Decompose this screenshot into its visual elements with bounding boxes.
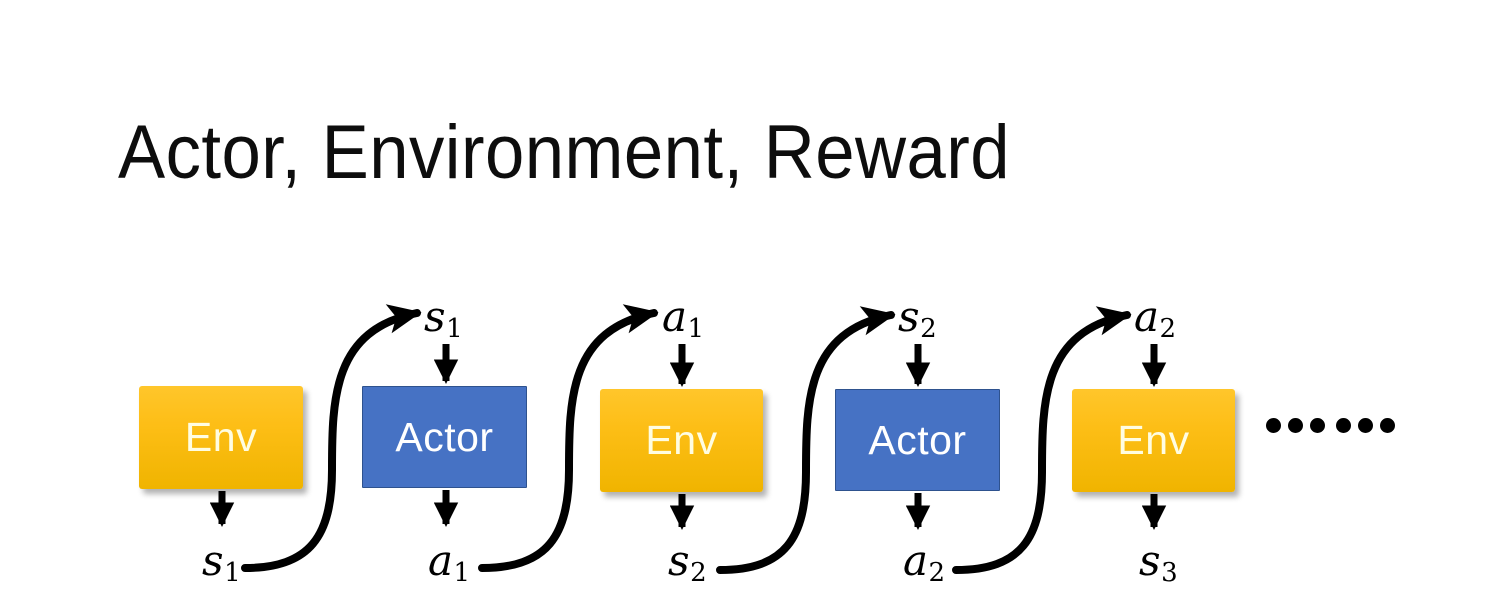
label-state-s1-top: s1 [424, 296, 463, 342]
ellipsis-dot [1336, 418, 1351, 433]
symbol-base: a [903, 536, 929, 585]
node-env-2[interactable]: Env [600, 389, 763, 492]
label-state-s2-top: s2 [898, 296, 937, 342]
label-action-a2-top: a2 [1134, 296, 1176, 342]
symbol-subscript: 1 [224, 557, 241, 588]
arrow-label-to-box-group [433, 344, 1167, 387]
symbol-subscript: 2 [690, 557, 707, 588]
ellipsis-continuation [1266, 418, 1395, 433]
node-actor-1[interactable]: Actor [362, 386, 527, 488]
label-state-s1-bottom: s1 [202, 540, 241, 586]
label-action-a2-bottom: a2 [903, 540, 945, 586]
symbol-base: a [1134, 292, 1160, 341]
symbol-base: s [1139, 536, 1161, 585]
symbol-subscript: 2 [920, 313, 937, 344]
node-label: Actor [868, 416, 967, 463]
symbol-base: s [202, 536, 224, 585]
label-action-a1-top: a1 [662, 296, 704, 342]
label-state-s2-bottom: s2 [668, 540, 707, 586]
ellipsis-dot [1310, 418, 1325, 433]
node-label: Env [645, 417, 718, 463]
symbol-subscript: 2 [928, 557, 946, 588]
label-action-a1-bottom: a1 [428, 540, 470, 586]
symbol-base: a [662, 292, 688, 341]
label-state-s3-bottom: s3 [1139, 540, 1178, 586]
symbol-subscript: 1 [687, 313, 705, 344]
ellipsis-dot [1380, 418, 1395, 433]
node-env-1[interactable]: Env [139, 386, 303, 489]
node-label: Env [1117, 417, 1190, 463]
symbol-base: s [898, 292, 920, 341]
node-env-3[interactable]: Env [1072, 389, 1235, 492]
node-label: Env [184, 414, 258, 460]
page-title: Actor, Environment, Reward [118, 110, 1011, 195]
symbol-subscript: 1 [446, 313, 463, 344]
symbol-base: s [668, 536, 690, 585]
node-actor-2[interactable]: Actor [835, 389, 1000, 491]
symbol-base: a [428, 536, 454, 585]
symbol-subscript: 1 [453, 557, 471, 588]
ellipsis-dot [1358, 418, 1373, 433]
arrow-box-to-label-group [209, 490, 1167, 530]
node-label: Actor [395, 413, 494, 460]
ellipsis-dot [1288, 418, 1303, 433]
symbol-subscript: 2 [1159, 313, 1177, 344]
symbol-base: s [424, 292, 446, 341]
ellipsis-dot [1266, 418, 1281, 433]
symbol-subscript: 3 [1161, 557, 1178, 588]
